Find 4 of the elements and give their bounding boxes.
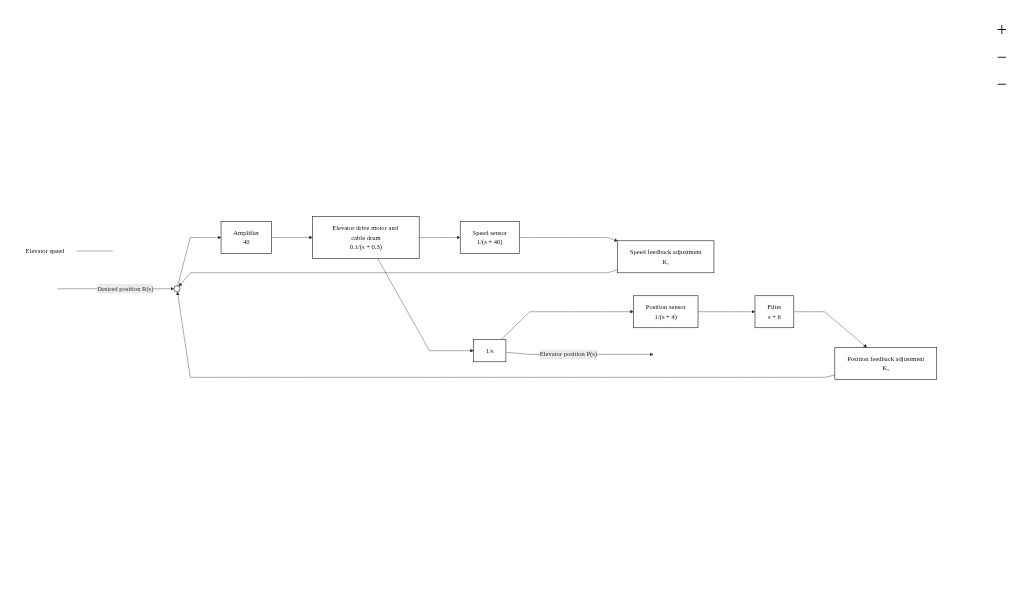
node-circle (173, 285, 181, 293)
sign-label: − (996, 47, 1007, 68)
sign-label: − (996, 74, 1007, 95)
sign-label: + (996, 20, 1007, 41)
